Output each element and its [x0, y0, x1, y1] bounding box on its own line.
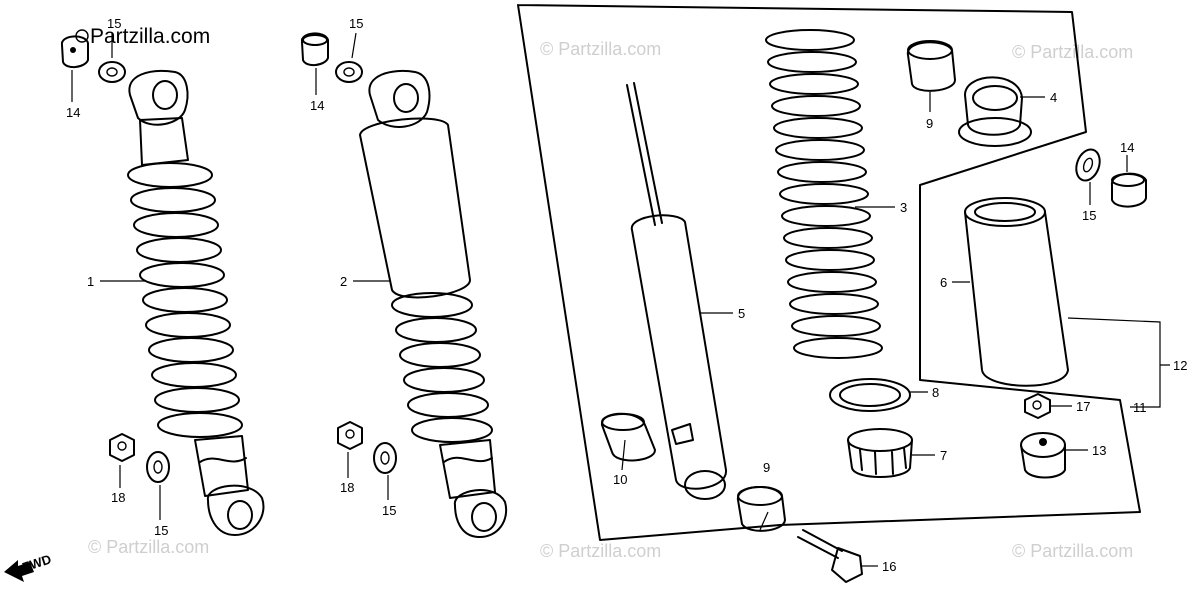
label-part-13: 13	[1092, 443, 1106, 458]
label-part-15-lower-left: 15	[154, 523, 168, 538]
label-part-3: 3	[900, 200, 907, 215]
label-part-18-mid: 18	[340, 480, 354, 495]
label-part-14-right: 14	[1120, 140, 1134, 155]
leader-lines	[71, 32, 1128, 567]
collar-part-10	[601, 412, 656, 462]
label-part-5: 5	[738, 306, 745, 321]
fwd-arrow-icon: FWD	[4, 551, 53, 582]
label-part-15-lower-mid: 15	[382, 503, 396, 518]
cap-nut-part-14-right	[1111, 172, 1147, 208]
watermark: © Partzilla.com	[1012, 42, 1133, 62]
coil-spring-1	[127, 162, 243, 438]
washer-part-15-mid	[335, 61, 363, 83]
nut-part-18-mid	[337, 421, 363, 450]
label-part-7: 7	[940, 448, 947, 463]
label-part-1: 1	[87, 274, 94, 289]
nut-part-18-left	[109, 433, 135, 462]
dust-cover-part-6	[964, 197, 1069, 387]
part-number-labels: 1 2 3 4 5 6 7 8 9 9 10 11 12 13 14 14 14…	[66, 16, 1187, 574]
coil-spring-part-3	[765, 29, 883, 359]
brand-logo: Partzilla.com	[90, 25, 210, 48]
watermark: © Partzilla.com	[540, 541, 661, 561]
washer-part-15-left	[98, 61, 126, 83]
label-part-16: 16	[882, 559, 896, 574]
nut-part-17	[1024, 393, 1051, 419]
label-part-9-lower: 9	[763, 460, 770, 475]
washer-part-15-lower-mid	[373, 442, 397, 474]
label-part-17: 17	[1076, 399, 1090, 414]
bump-stop-part-13	[1020, 432, 1066, 479]
label-part-18-left: 18	[111, 490, 125, 505]
spring-seat-part-8	[829, 378, 911, 412]
watermark: © Partzilla.com	[540, 39, 661, 59]
shock-absorber-2	[359, 69, 508, 539]
bushing-part-9	[906, 40, 956, 92]
fwd-label: FWD	[20, 551, 53, 574]
label-part-15-mid: 15	[349, 16, 363, 31]
upper-mount-part-4	[958, 76, 1032, 147]
cap-nut-part-14-left	[61, 35, 89, 68]
label-part-6: 6	[940, 275, 947, 290]
washer-part-15-lower-left	[146, 451, 170, 483]
label-part-11: 11	[1133, 400, 1147, 415]
kit-outline	[517, 4, 1141, 541]
bracket-11-12	[1067, 317, 1170, 408]
label-part-9-top: 9	[926, 116, 933, 131]
bolt-part-16	[797, 529, 863, 583]
label-part-10: 10	[613, 472, 627, 487]
label-part-2: 2	[340, 274, 347, 289]
watermark: © Partzilla.com	[1012, 541, 1133, 561]
copyright-icon	[75, 29, 89, 43]
cap-nut-part-14-mid	[301, 32, 329, 66]
watermark: © Partzilla.com	[88, 537, 209, 557]
label-part-15-left: 15	[107, 16, 121, 31]
label-part-15-right: 15	[1082, 208, 1096, 223]
bushing-part-9-lower	[736, 485, 786, 532]
stopper-ring-part-7	[847, 428, 913, 478]
label-part-14-mid: 14	[310, 98, 324, 113]
coil-spring-2	[391, 292, 493, 443]
label-part-12: 12	[1173, 358, 1187, 373]
label-part-4: 4	[1050, 90, 1057, 105]
washer-part-15-right	[1075, 148, 1101, 182]
shock-absorber-1	[127, 69, 265, 536]
damper-part-5	[626, 82, 728, 500]
label-part-8: 8	[932, 385, 939, 400]
label-part-14-left: 14	[66, 105, 80, 120]
